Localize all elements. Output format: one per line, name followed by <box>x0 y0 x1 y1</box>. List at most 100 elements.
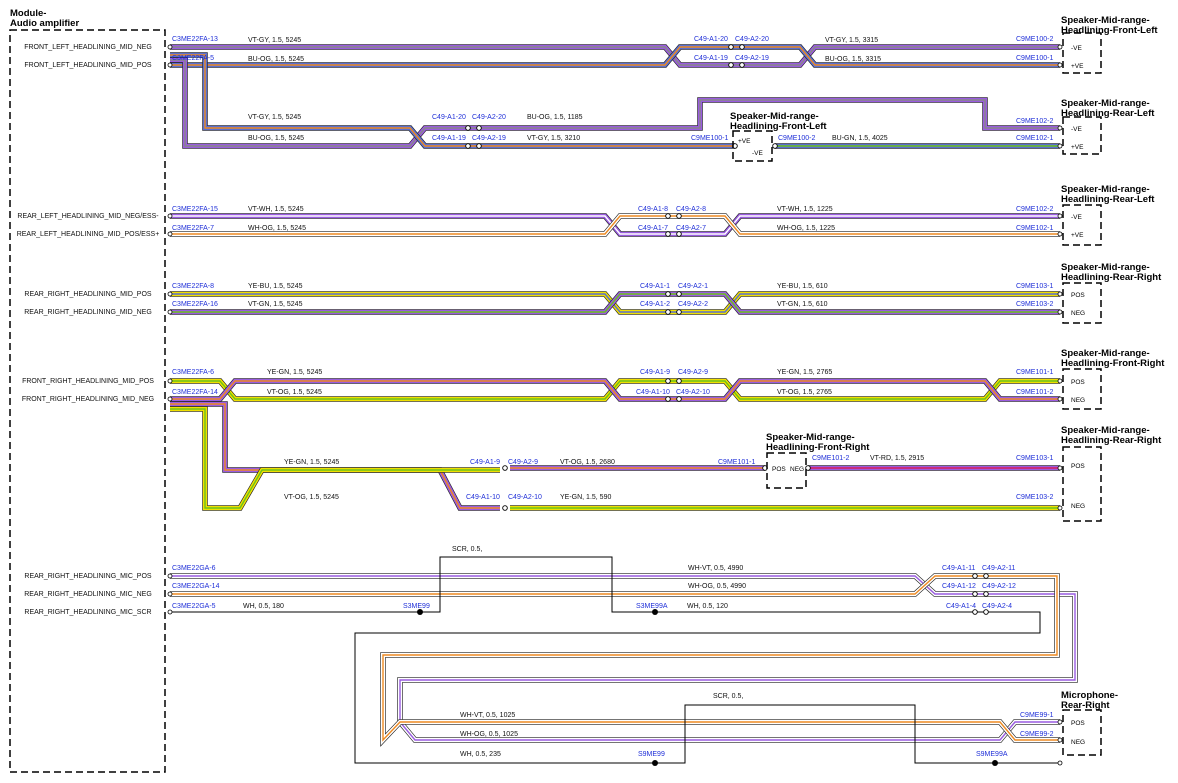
wire-spec-label: WH, 0.5, 120 <box>687 603 728 610</box>
colored-wires <box>170 44 1078 747</box>
connector-pin-marker <box>665 309 671 315</box>
terminal-marker <box>1057 378 1063 384</box>
connector-label: C3ME22FA-8 <box>172 283 214 290</box>
connector-pin-marker <box>476 143 482 149</box>
connector-pin-marker <box>665 378 671 384</box>
pin-label: NEG <box>1071 397 1085 404</box>
terminal-marker <box>1057 737 1063 743</box>
component-boxes <box>9 29 1102 773</box>
wire-stripe <box>170 380 1060 400</box>
connector-label: C9ME101-2 <box>812 455 849 462</box>
connector-label: C9ME103-1 <box>1016 455 1053 462</box>
wire-spec-label: WH-VT, 0.5, 1025 <box>460 712 515 719</box>
speaker-front-left-inline-box <box>732 130 773 162</box>
terminal-marker <box>167 231 173 237</box>
connector-label: C9ME100-2 <box>1016 36 1053 43</box>
wire-stripe <box>170 59 1060 147</box>
pin-label: POS <box>1071 463 1085 470</box>
connector-label: C49-A2-7 <box>676 225 706 232</box>
spk-rr-title-line1: Speaker-Mid-range- <box>1061 262 1150 273</box>
wire-outline <box>170 57 1060 149</box>
connector-label: C9ME103-2 <box>1016 494 1053 501</box>
speaker-front-right-box <box>1062 368 1102 410</box>
connector-label: C3ME22FA-14 <box>172 389 218 396</box>
terminal-marker <box>167 213 173 219</box>
connector-label: C49-A1-4 <box>946 603 976 610</box>
wire-stripe <box>170 293 1060 313</box>
connector-label: C9ME102-2 <box>1016 118 1053 125</box>
pin-label: POS <box>1071 379 1085 386</box>
wire-spec-label: YE-BU, 1.5, 610 <box>777 283 828 290</box>
terminal-marker <box>167 309 173 315</box>
connector-pin-marker <box>972 609 978 615</box>
spk-fr-inline-title-line2: Headlining-Front-Right <box>766 442 870 453</box>
terminal-marker <box>1057 291 1063 297</box>
wire-spec-label: YE-BU, 1.5, 5245 <box>248 283 303 290</box>
connector-label: C49-A2-8 <box>676 206 706 213</box>
module-pin-label: FRONT_RIGHT_HEADLINING_MID_POS <box>22 378 154 385</box>
connector-label: C9ME101-2 <box>1016 389 1053 396</box>
spk-fr-inline-title-line1: Speaker-Mid-range- <box>766 432 855 443</box>
connector-label: S9ME99A <box>976 751 1008 758</box>
spk-fl-title-line1: Speaker-Mid-range- <box>1061 15 1150 26</box>
wire-spec-label: VT-WH, 1.5, 5245 <box>248 206 304 213</box>
pin-label: NEG <box>1071 503 1085 510</box>
terminal-marker <box>1057 231 1063 237</box>
wire-spec-label: VT-GY, 1.5, 3315 <box>825 37 878 44</box>
spk-fr-title-line1: Speaker-Mid-range- <box>1061 348 1150 359</box>
wire-spec-label: BU-OG, 1.5, 1185 <box>527 114 583 121</box>
connector-pin-marker <box>728 44 734 50</box>
wire-spec-label: YE-GN, 1.5, 590 <box>560 494 611 501</box>
connector-label: C49-A2-19 <box>472 135 506 142</box>
pin-label: -VE <box>1071 126 1083 133</box>
terminal-marker <box>167 378 173 384</box>
connector-label: C49-A1-11 <box>942 565 975 572</box>
wire-spec-label: YE-GN, 1.5, 5245 <box>284 459 339 466</box>
connector-label: C9ME99-2 <box>1020 731 1054 738</box>
connector-label: C9ME103-1 <box>1016 283 1053 290</box>
terminal-marker <box>167 609 173 615</box>
terminal-marker <box>1057 213 1063 219</box>
pin-label: -VE <box>1071 45 1083 52</box>
shield-wire <box>655 704 995 764</box>
pin-label: +VE <box>1071 232 1084 239</box>
speaker-rear-right-box-b <box>1062 446 1102 522</box>
connector-label: C49-A1-20 <box>432 114 466 121</box>
connector-label: C3ME22FA-6 <box>172 369 214 376</box>
spk-rl-b-title-line1: Speaker-Mid-range- <box>1061 184 1150 195</box>
spk-fl-title-line2: Headlining-Front-Left <box>1061 25 1158 36</box>
module-pin-label: FRONT_LEFT_HEADLINING_MID_POS <box>24 62 152 69</box>
module-title-line1: Module- <box>10 8 46 19</box>
terminal-marker <box>1057 465 1063 471</box>
splice-dot <box>417 609 423 615</box>
module-pin-label: REAR_RIGHT_HEADLINING_MID_NEG <box>24 309 152 316</box>
connector-pin-marker <box>476 125 482 131</box>
pin-label: -VE <box>752 150 764 157</box>
wire-spec-label: VT-GN, 1.5, 610 <box>777 301 828 308</box>
connector-label: C3ME22GA-14 <box>172 583 220 590</box>
wire-spec-label: VT-RD, 1.5, 2915 <box>870 455 924 462</box>
connector-label: C9ME103-2 <box>1016 301 1053 308</box>
microphone-rear-right-box <box>1062 709 1102 756</box>
wire-spec-label: YE-GN, 1.5, 5245 <box>267 369 322 376</box>
connector-label: C9ME100-2 <box>778 135 815 142</box>
connector-pin-marker <box>972 591 978 597</box>
connector-label: C49-A2-2 <box>678 301 708 308</box>
wire-base <box>170 52 735 149</box>
connector-label: C49-A1-8 <box>638 206 668 213</box>
spk-rr-b-title-line1: Speaker-Mid-range- <box>1061 425 1150 436</box>
terminal-marker <box>1057 44 1063 50</box>
wire-stripe <box>170 575 1076 741</box>
wire-spec-label: WH-OG, 0.5, 1025 <box>460 731 518 738</box>
connector-label: C49-A1-20 <box>694 36 728 43</box>
audio-amplifier-box <box>9 29 166 773</box>
connector-pin-marker <box>676 378 682 384</box>
module-pin-label: REAR_LEFT_HEADLINING_MID_POS/ESS+ <box>17 231 160 238</box>
wire-stripe <box>170 54 735 147</box>
connector-pin-marker <box>983 573 989 579</box>
splice-dot <box>652 760 658 766</box>
wire-spec-label: VT-WH, 1.5, 1225 <box>777 206 833 213</box>
wire-stripe <box>170 215 1060 235</box>
